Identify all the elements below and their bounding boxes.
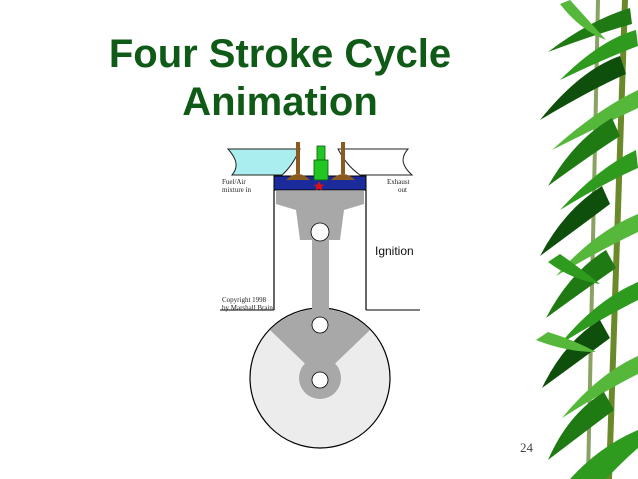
connecting-rod: [312, 238, 329, 326]
exhaust-label-line-2: out: [398, 186, 407, 194]
crank-shaft: [311, 371, 329, 389]
spark-plug-body: [313, 159, 329, 181]
spark-icon: [313, 181, 325, 191]
copyright-line-2: by Marshall Brain: [222, 304, 273, 312]
bamboo-leaves: [536, 0, 638, 479]
exhaust-valve-head: [331, 174, 355, 180]
copyright-line-1: Copyright 1998: [222, 296, 267, 304]
title-line-1: Four Stroke Cycle: [108, 32, 452, 76]
stroke-label: Ignition: [375, 244, 414, 258]
crank-pin: [311, 316, 329, 334]
exhaust-valve-stem: [341, 142, 345, 174]
slide-title: Four Stroke Cycle Animation: [60, 30, 500, 126]
intake-valve-head: [286, 174, 310, 180]
page-number: 24: [520, 440, 533, 455]
piston: [276, 191, 364, 240]
wrist-pin: [310, 222, 330, 242]
exhaust-label-line-1: Exhaust: [387, 178, 410, 186]
intake-valve-stem: [296, 142, 300, 174]
title-line-2: Animation: [182, 80, 378, 124]
intake-label-line-1: Fuel/Air: [222, 178, 246, 186]
intake-label-line-2: mixture in: [222, 186, 251, 194]
